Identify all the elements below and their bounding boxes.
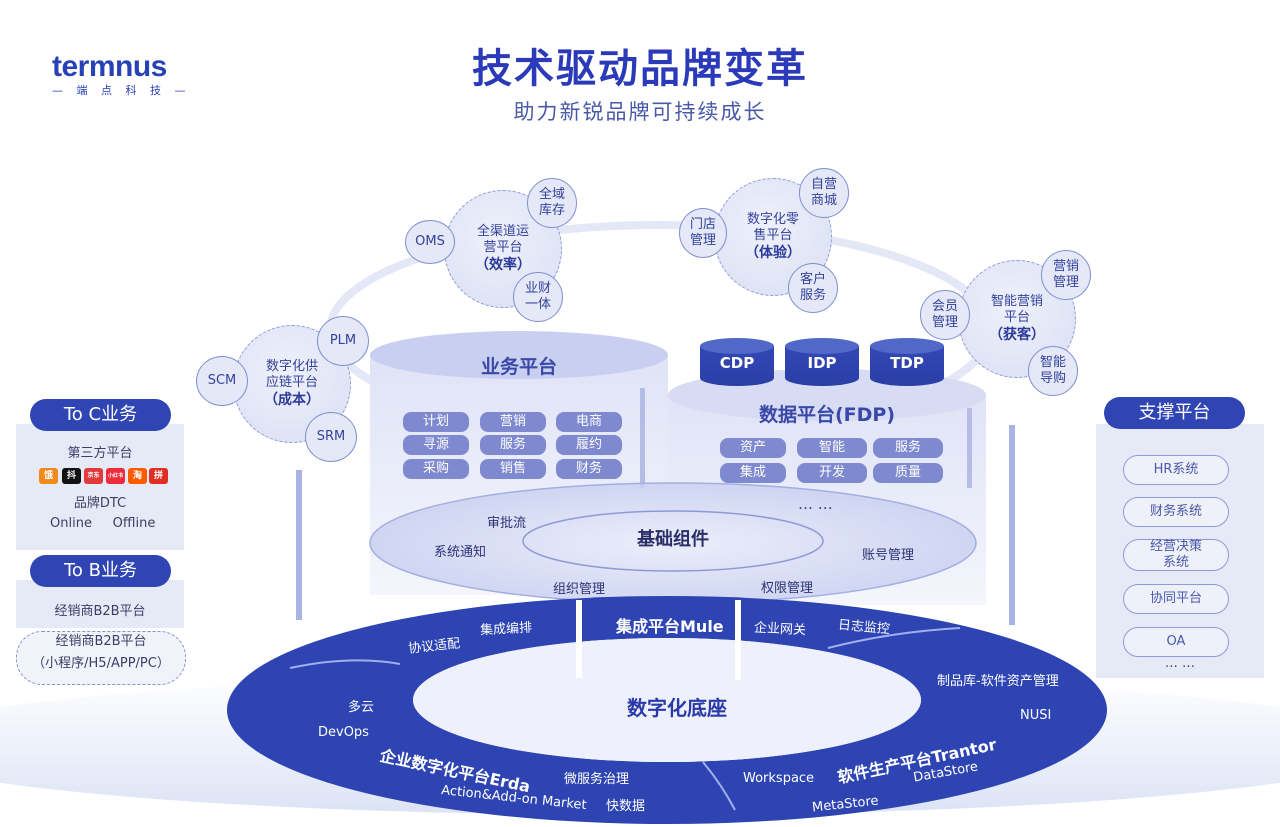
third-party-platform-label: 第三方平台 <box>67 446 133 461</box>
fast-data-label: 快数据 <box>606 799 646 814</box>
marketing-management-bubble: 营销管理 <box>1041 250 1091 300</box>
cdp-cylinder: CDP <box>700 338 774 394</box>
digital-base-title: 数字化底座 <box>627 696 727 720</box>
workspace-label: Workspace <box>743 771 815 786</box>
app-icon-1: 饿 <box>39 468 58 484</box>
business-tag: 履约 <box>556 435 622 455</box>
member-management-bubble: 会员管理 <box>920 290 970 340</box>
to-c-panel <box>16 424 184 550</box>
approval-flow-label: 审批流 <box>487 516 527 531</box>
supply-line1: 数字化供 <box>265 359 318 374</box>
support-header: 支撑平台 <box>1104 397 1245 429</box>
omni-line3: （效率） <box>475 256 531 273</box>
oa-item: OA <box>1123 627 1229 657</box>
decision-system-item: 经营决策系统 <box>1123 539 1229 571</box>
data-platform-more: … … <box>798 495 833 513</box>
microservice-governance-label: 微服务治理 <box>564 772 630 787</box>
business-tag: 电商 <box>556 412 622 432</box>
business-tag: 财务 <box>556 459 622 479</box>
data-tag: 集成 <box>720 463 786 483</box>
data-tag: 资产 <box>720 438 786 458</box>
app-icon-2: 抖 <box>62 468 81 484</box>
idp-label: IDP <box>807 354 837 372</box>
marketing-line3: （获客） <box>989 326 1045 343</box>
nusi-label: NUSI <box>1020 708 1052 723</box>
retail-line3: （体验） <box>745 244 801 261</box>
logo-subtitle: — 端 点 科 技 — <box>52 84 191 97</box>
logo: termnus <box>52 50 167 83</box>
account-management-label: 账号管理 <box>862 548 915 563</box>
oms-bubble: OMS <box>405 220 455 264</box>
dealer-b2b-channels-box <box>16 631 186 685</box>
business-tag: 计划 <box>403 412 469 432</box>
retail-line2: 售平台 <box>753 228 793 244</box>
enterprise-gateway-label: 企业网关 <box>753 620 807 639</box>
business-tag: 销售 <box>480 459 546 479</box>
org-management-label: 组织管理 <box>553 582 606 597</box>
data-platform-title: 数据平台(FDP) <box>758 404 896 426</box>
offline-label: Offline <box>112 516 156 531</box>
supply-line2: 应链平台 <box>265 375 318 391</box>
app-icon-5: 淘 <box>128 468 147 484</box>
permission-management-label: 权限管理 <box>761 581 814 596</box>
integration-platform-title: 集成平台Mule <box>616 617 724 636</box>
collaboration-platform-item: 协同平台 <box>1123 584 1229 614</box>
app-icon-4: 小红书 <box>106 468 125 484</box>
smart-guide-bubble: 智能导购 <box>1028 346 1078 396</box>
omni-line1: 全渠道运 <box>476 224 529 239</box>
data-tag: 智能 <box>797 438 867 458</box>
devops-label: DevOps <box>318 725 369 740</box>
business-tag: 营销 <box>480 412 546 432</box>
customer-service-bubble: 客户服务 <box>788 263 838 313</box>
system-notify-label: 系统通知 <box>434 545 487 560</box>
integration-orchestration-label: 集成编排 <box>479 620 533 639</box>
artifact-repo-label: 制品库-软件资产管理 <box>937 674 1059 689</box>
dealer-b2b-channels-label: （小程序/H5/APP/PC） <box>32 656 170 671</box>
dealer-b2b-label: 经销商B2B平台 <box>54 604 146 619</box>
business-platform-title: 业务平台 <box>480 356 557 378</box>
business-tag: 采购 <box>403 459 469 479</box>
to-c-header: To C业务 <box>30 399 171 431</box>
finance-system-item: 财务系统 <box>1123 497 1229 527</box>
base-components-title: 基础组件 <box>637 529 709 550</box>
app-icon-6: 拼 <box>149 468 168 484</box>
to-b-header: To B业务 <box>30 555 171 587</box>
business-tag: 寻源 <box>403 435 469 455</box>
support-more: … … <box>1164 656 1196 671</box>
multicloud-label: 多云 <box>348 700 375 715</box>
cdp-label: CDP <box>719 354 755 372</box>
global-stock-bubble: 全域库存 <box>527 178 577 228</box>
marketing-line1: 智能营销 <box>990 294 1043 309</box>
omni-line2: 营平台 <box>483 240 523 256</box>
dealer-b2b-label-2: 经销商B2B平台 <box>55 634 147 649</box>
app-icon-3: 京东 <box>84 468 103 484</box>
marketing-line2: 平台 <box>1003 310 1030 326</box>
finance-integration-bubble: 业财一体 <box>513 272 563 322</box>
hr-system-item: HR系统 <box>1123 455 1229 485</box>
idp-cylinder: IDP <box>785 338 859 394</box>
data-tag: 服务 <box>873 438 943 458</box>
plm-bubble: PLM <box>317 316 369 366</box>
supply-line3: （成本） <box>264 391 320 408</box>
business-tag: 服务 <box>480 435 546 455</box>
tdp-label: TDP <box>890 354 924 372</box>
data-tag: 开发 <box>797 463 867 483</box>
store-management-bubble: 门店管理 <box>679 208 727 258</box>
own-mall-bubble: 自营商城 <box>799 168 849 218</box>
scm-bubble: SCM <box>196 356 248 406</box>
online-label: Online <box>50 516 92 531</box>
to-b-panel <box>16 580 184 628</box>
srm-bubble: SRM <box>305 412 357 462</box>
brand-dtc-label: 品牌DTC <box>73 496 127 511</box>
tdp-cylinder: TDP <box>870 338 944 394</box>
page-title: 技术驱动品牌变革 <box>472 46 808 92</box>
page-subtitle: 助力新锐品牌可持续成长 <box>513 100 767 124</box>
retail-line1: 数字化零 <box>746 212 799 227</box>
data-tag: 质量 <box>873 463 943 483</box>
